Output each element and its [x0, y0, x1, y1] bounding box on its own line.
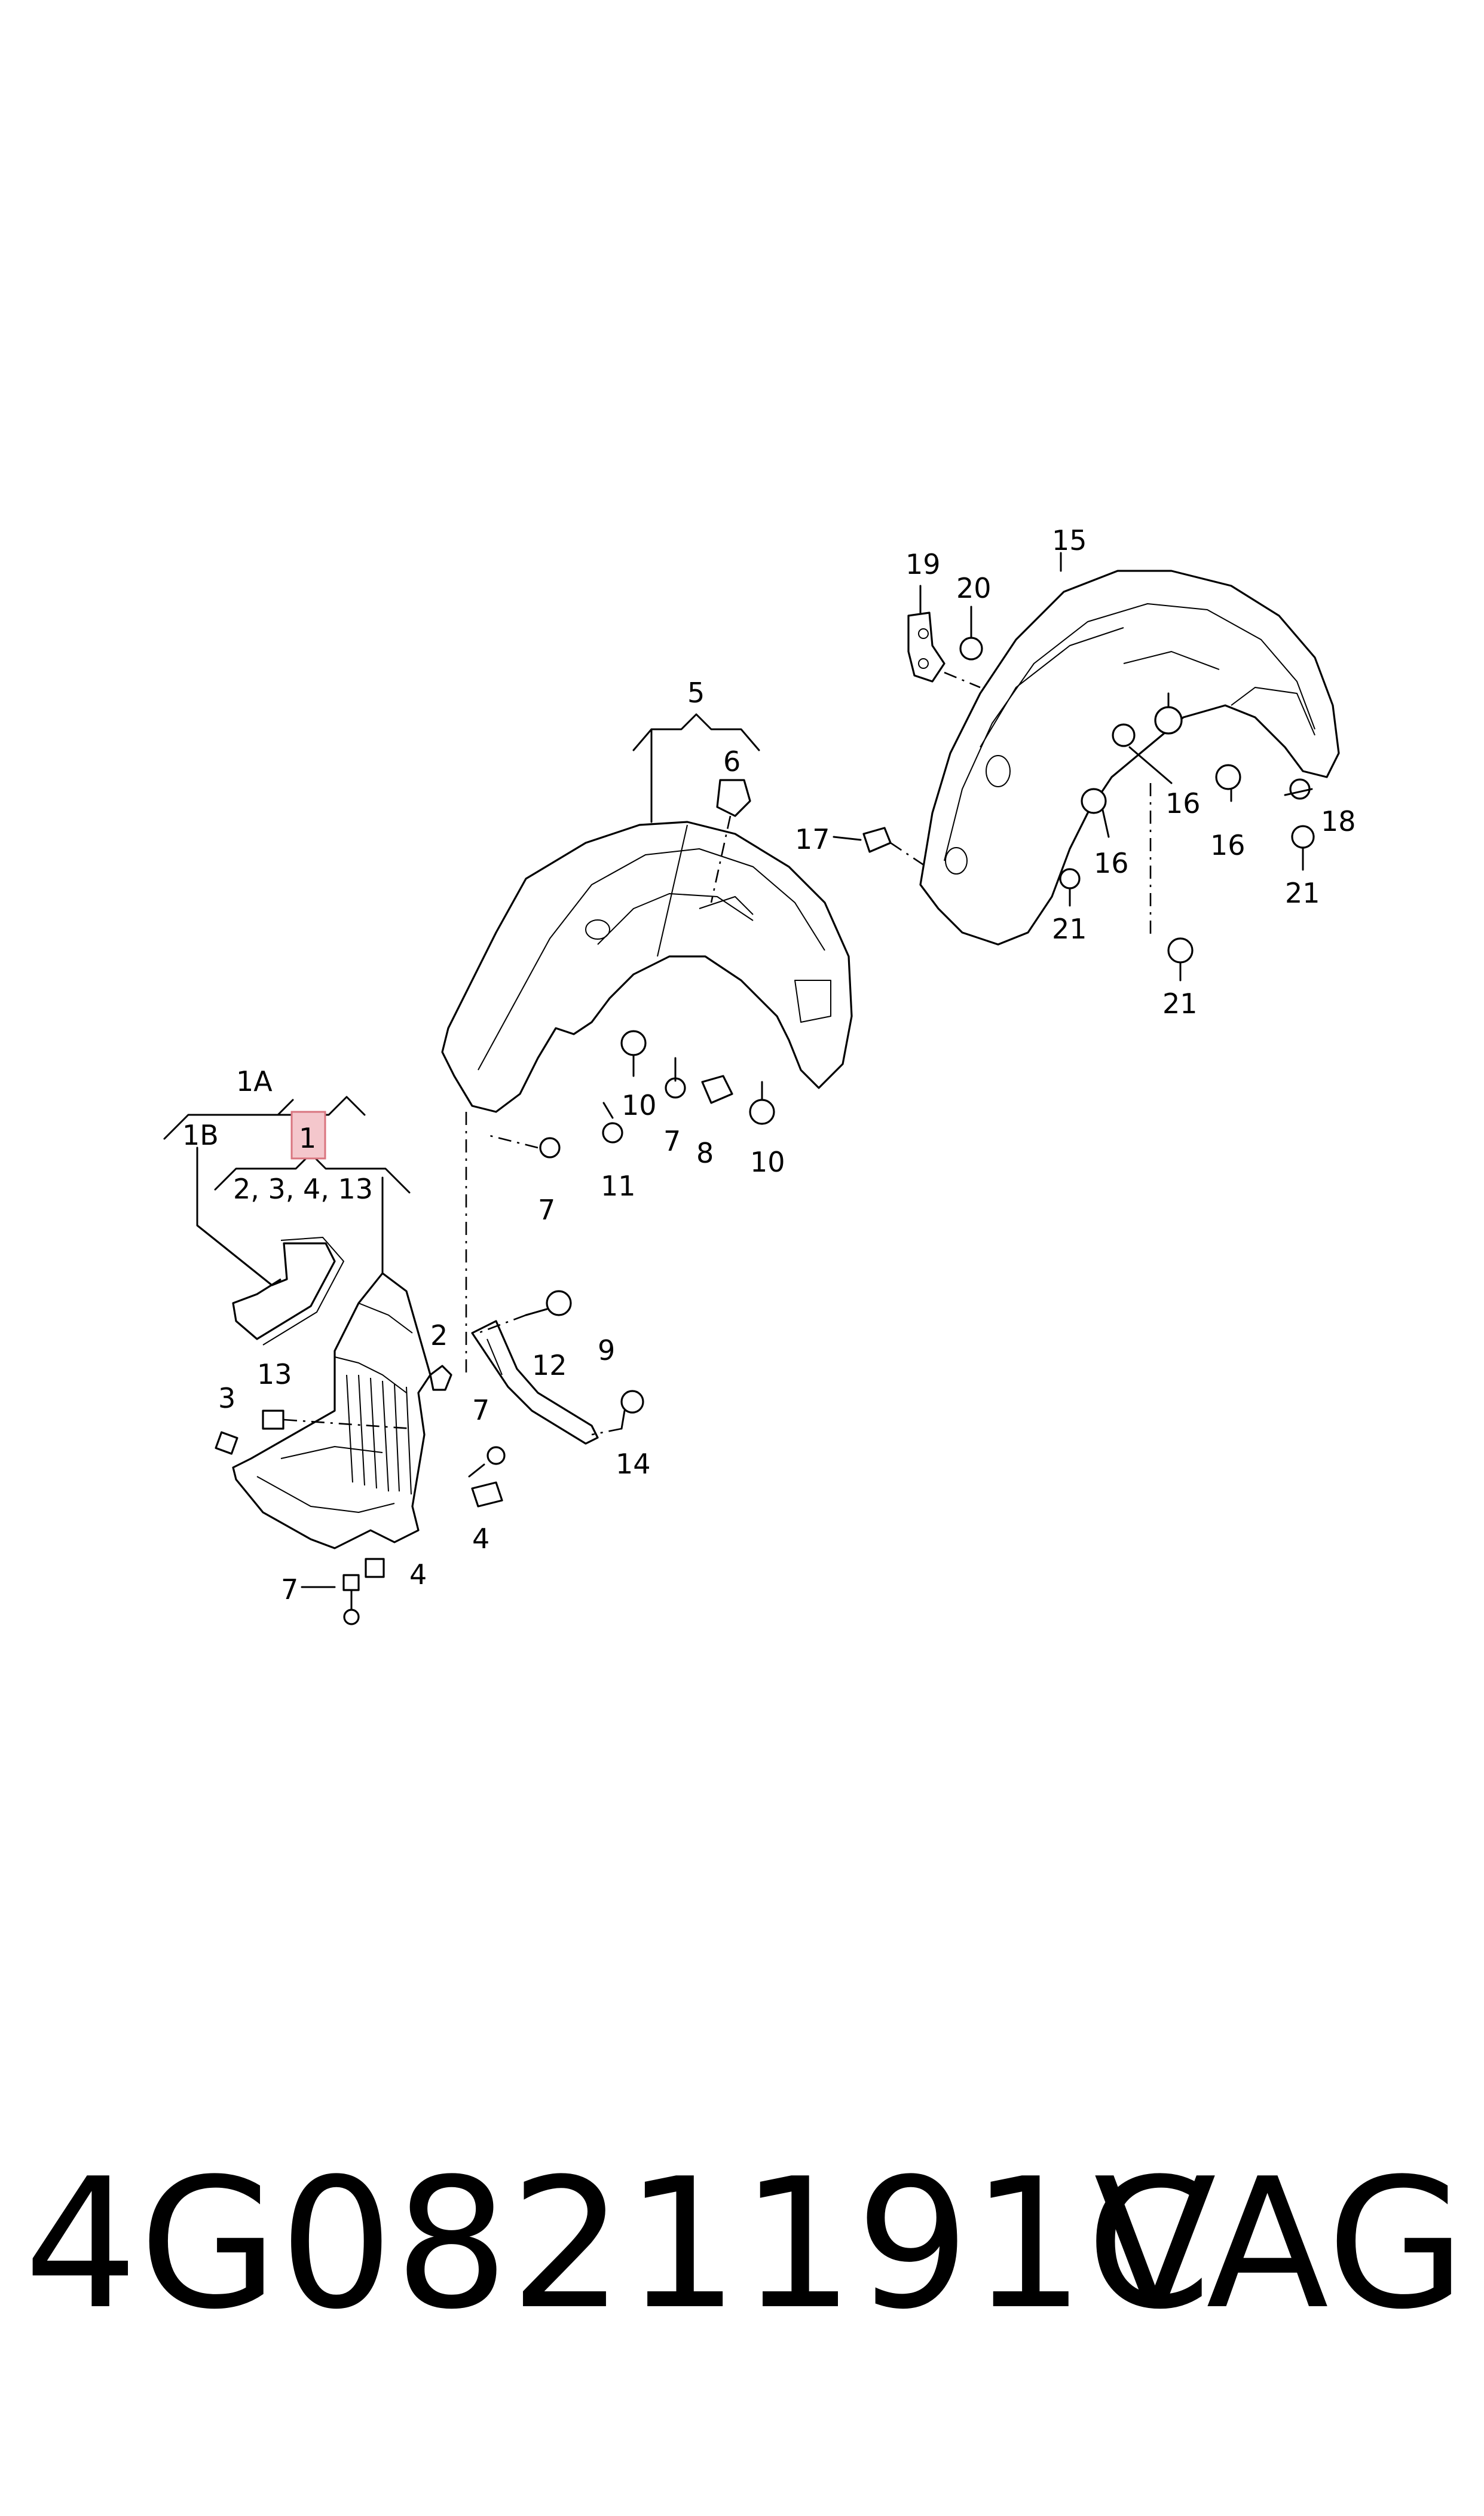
part-number: 4G0821191C — [24, 2140, 1213, 2349]
screw-7-left — [489, 1135, 561, 1158]
screw-7-mid — [468, 1446, 506, 1478]
screw-7-center — [665, 1057, 686, 1099]
label-7-left: 7 — [538, 1194, 555, 1226]
clip-3 — [215, 1431, 238, 1455]
clip-21-mid — [1059, 868, 1081, 907]
bracket-12 — [471, 1320, 599, 1445]
label-3: 3 — [218, 1382, 235, 1414]
pin-11 — [602, 1102, 623, 1144]
label-14: 14 — [616, 1448, 651, 1480]
label-7-center: 7 — [663, 1125, 681, 1157]
clip-17 — [833, 827, 927, 868]
clip-21-right — [1291, 825, 1315, 871]
label-11: 11 — [601, 1170, 636, 1202]
brand-name: VAG — [1094, 2140, 1467, 2349]
label-4-lower: 4 — [409, 1558, 427, 1591]
clip-2 — [429, 1365, 452, 1391]
clip-14 — [591, 1390, 644, 1436]
hose-part-1b — [197, 1224, 344, 1346]
screw-9 — [478, 1290, 572, 1334]
label-18: 18 — [1321, 805, 1356, 837]
liner-part-1 — [232, 1272, 432, 1549]
label-10-right: 10 — [750, 1146, 785, 1178]
wheel-arch-liner-15 — [919, 570, 1340, 946]
label-13: 13 — [257, 1358, 292, 1390]
group-1a-bracket — [163, 1096, 366, 1140]
label-16-right: 16 — [1210, 829, 1246, 861]
label-4-mid: 4 — [472, 1523, 489, 1555]
clip-21-lower — [1149, 783, 1194, 982]
clip-4-mid — [471, 1481, 503, 1508]
label-6: 6 — [723, 745, 741, 778]
label-7-lower: 7 — [281, 1573, 298, 1606]
label-19: 19 — [905, 548, 941, 580]
bracket-5 — [632, 713, 760, 823]
nut-10-right — [749, 1081, 775, 1125]
label-10-left: 10 — [622, 1089, 657, 1121]
clip-16-mid — [1081, 788, 1110, 838]
label-21-right: 21 — [1285, 877, 1320, 909]
label-16-top: 16 — [1165, 787, 1201, 820]
clip-16-top — [1154, 692, 1183, 735]
clip-4-lower — [365, 1558, 385, 1578]
clip-6 — [710, 779, 751, 903]
footer-caption: 4G0821191C VAG — [24, 2140, 1465, 2349]
highlight-box-1 — [290, 1111, 326, 1160]
label-9: 9 — [598, 1334, 615, 1366]
label-21-mid: 21 — [1052, 913, 1087, 945]
label-1-subparts: 2, 3, 4, 13 — [233, 1173, 373, 1205]
label-12: 12 — [532, 1349, 567, 1381]
clip-13 — [262, 1410, 413, 1430]
label-1: 1 — [299, 1122, 316, 1154]
nut-20 — [959, 606, 983, 661]
label-20: 20 — [956, 572, 992, 604]
screw-7-lower — [301, 1574, 360, 1625]
label-7-mid: 7 — [472, 1394, 489, 1426]
bracket-19 — [907, 585, 981, 689]
label-1a: 1A — [236, 1065, 273, 1097]
label-8: 8 — [696, 1137, 714, 1169]
label-1b: 1B — [182, 1119, 219, 1151]
screw-18 — [1284, 778, 1313, 800]
label-5: 5 — [687, 677, 705, 709]
label-17: 17 — [795, 823, 830, 855]
label-2: 2 — [430, 1319, 448, 1352]
label-15: 15 — [1052, 524, 1087, 557]
nut-10-left — [620, 1030, 647, 1077]
clip-16-left — [1112, 723, 1173, 784]
label-16-mid: 16 — [1094, 847, 1129, 879]
label-21-lower: 21 — [1162, 988, 1198, 1020]
clip-8 — [701, 1075, 733, 1104]
wheel-arch-liner-5 — [441, 821, 853, 1113]
clip-16-right — [1215, 764, 1241, 802]
